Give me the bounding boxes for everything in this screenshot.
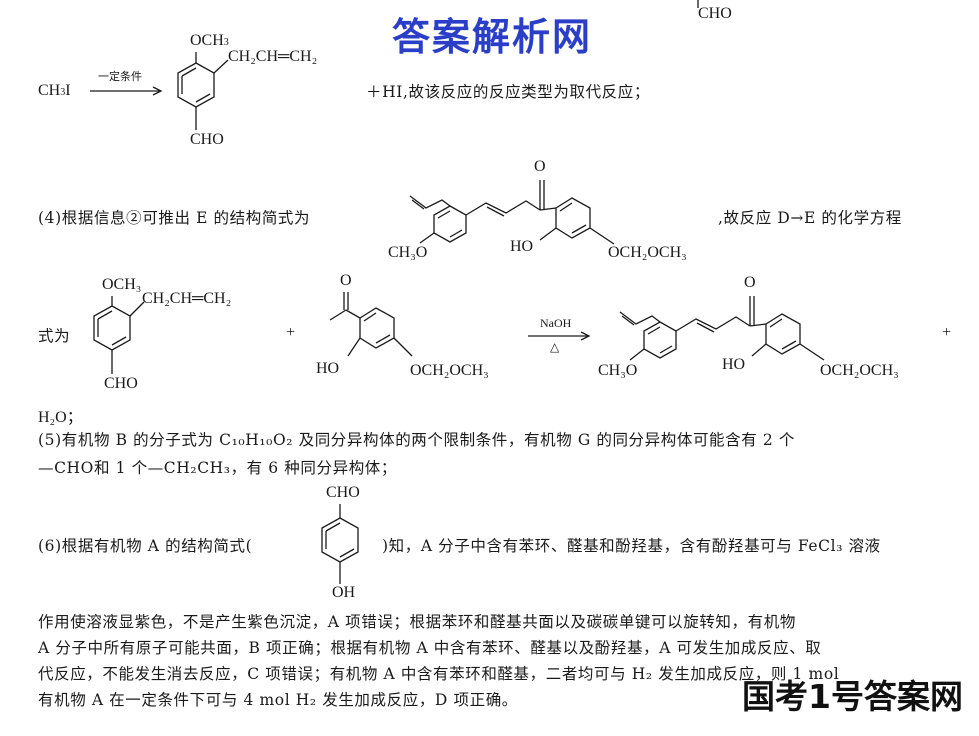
- reaction1-arrow: [90, 86, 163, 96]
- r1-och3: OCH3: [190, 32, 229, 49]
- top-cho-label: CHO: [698, 5, 732, 22]
- eq-prefix: 式为: [38, 327, 71, 345]
- k-structure: [329, 292, 413, 357]
- plus-2: +: [942, 324, 952, 341]
- s6-line5: 有机物 A 在一定条件下可与 4 mol H₂ 发生加成反应，D 项正确。: [38, 691, 518, 709]
- s5-line2: —CHO和 1 个—CH₂CH₃，有 6 种同分异构体；: [38, 459, 397, 477]
- e-carbonyl-o: O: [534, 158, 546, 175]
- k-carbonyl-o: O: [340, 272, 352, 289]
- r1-side-chain: CH₂CH═CH₂: [228, 48, 318, 65]
- r1-benzene-ring: [177, 52, 229, 130]
- plus-1: +: [286, 324, 296, 341]
- s6-intro: (6)根据有机物 A 的结构简式(: [38, 537, 253, 555]
- s6-after: )知，A 分子中含有苯环、醛基和酚羟基，含有酚羟基可与 FeCl₃ 溶液: [382, 537, 881, 555]
- p-ho: HO: [722, 356, 746, 373]
- r1-cho: CHO: [190, 131, 224, 148]
- k-ether: OCH₂OCH₃: [410, 362, 489, 379]
- p-ether: OCH₂OCH₃: [820, 362, 899, 379]
- d-side-chain: CH₂CH═CH₂: [142, 290, 232, 307]
- reaction2-arrow: [528, 331, 591, 341]
- e-ether: OCH₂OCH₃: [608, 244, 687, 261]
- s6-line2: 作用使溶液显紫色，不是产生紫色沉淀，A 项错误；根据苯环和醛基共面以及碳碳单键可…: [38, 613, 796, 631]
- p-och3: CH₃O: [598, 362, 638, 379]
- arrow-bottom-label: △: [550, 340, 560, 354]
- d-benzene-ring: [93, 296, 145, 374]
- top-fragment-bond: [697, 0, 699, 8]
- s6-line3: A 分子中所有原子可能共面，B 项正确；根据有机物 A 中含有苯环、醛基以及酚羟…: [38, 639, 822, 657]
- s4-after: ,故反应 D→E 的化学方程: [718, 209, 902, 227]
- p-carbonyl-o: O: [744, 274, 756, 291]
- p-structure: [619, 296, 825, 361]
- reagent-ch3i: CH3I: [38, 82, 71, 99]
- e-ho: HO: [510, 238, 534, 255]
- watermark-top: 答案解析网: [392, 15, 593, 59]
- arrow-top-label: NaOH: [540, 316, 572, 330]
- a-benzene-ring: [321, 504, 359, 584]
- s4-intro: (4)根据信息②可推出 E 的结构简式为: [38, 209, 311, 227]
- a-oh: OH: [332, 584, 356, 601]
- water: H₂O；: [38, 409, 83, 426]
- k-ho: HO: [316, 360, 340, 377]
- r1-result-text: ＋HI,故该反应的反应类型为取代反应；: [366, 83, 650, 101]
- e-och3: CH₃O: [388, 244, 428, 261]
- d-och3: OCH₃: [102, 276, 142, 293]
- reaction1-condition: 一定条件: [98, 70, 142, 83]
- watermark-bottom: 国考1号答案网: [742, 677, 963, 716]
- d-cho: CHO: [104, 375, 138, 392]
- a-cho: CHO: [326, 484, 360, 501]
- s6-line4: 代反应，不能发生消去反应，C 项错误；有机物 A 中含有苯环和醛基，二者均可与 …: [38, 665, 840, 683]
- e-structure: [409, 180, 615, 245]
- s5-line1: (5)有机物 B 的分子式为 C₁₀H₁₀O₂ 及同分异构体的两个限制条件，有机…: [38, 431, 795, 449]
